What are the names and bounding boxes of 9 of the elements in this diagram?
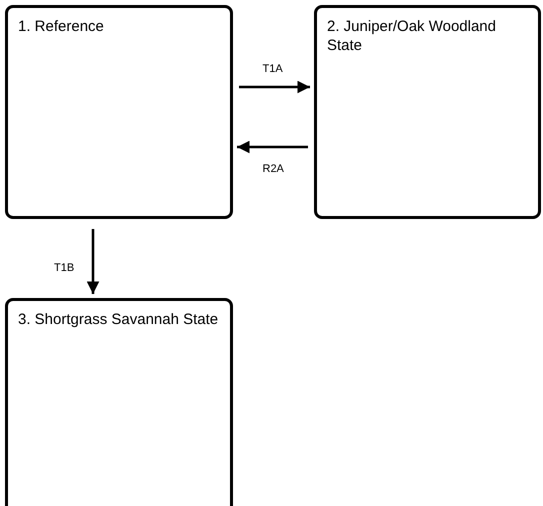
state-title: 3. Shortgrass Savannah State — [18, 310, 220, 329]
state-title: 1. Reference — [18, 17, 105, 36]
edge-label: R2A — [262, 163, 285, 175]
edge-label: T1A — [262, 63, 284, 75]
state-title: 2. Juniper/Oak Woodland State — [327, 17, 497, 55]
edge-label: T1B — [53, 262, 76, 274]
state-box — [5, 298, 233, 506]
state-box — [314, 5, 541, 219]
state-box — [5, 5, 233, 219]
